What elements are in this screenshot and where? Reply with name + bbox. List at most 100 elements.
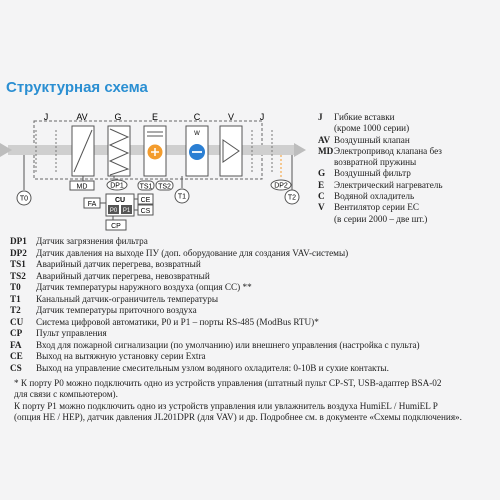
structure-diagram: J AV G E C V J MD DP1 TS1 TS2 bbox=[0, 112, 306, 231]
legend-code: TS2 bbox=[10, 270, 26, 281]
legend-row: DP1 Датчик загрязнения фильтра bbox=[10, 236, 420, 248]
filter-sensor-dp1: DP1 bbox=[106, 176, 128, 191]
legend-row: TS2 Аварийный датчик перегрева, невозврат… bbox=[10, 271, 420, 283]
module-label-j-out: J bbox=[260, 112, 265, 122]
legend-text: Воздушный фильтр bbox=[334, 168, 411, 179]
legend-row: CS Выход на управление смесительным узлом… bbox=[10, 363, 420, 375]
legend-code: MD bbox=[318, 145, 334, 156]
mixing-output-cs: CS bbox=[134, 204, 154, 216]
legend-text: (в серии 2000 – две шт.) bbox=[334, 213, 428, 224]
legend-row: FA Вход для пожарной сигнализации (по умо… bbox=[10, 340, 420, 352]
module-label-j-in: J bbox=[44, 112, 49, 122]
legend-code: FA bbox=[10, 339, 22, 350]
legend-text: Вентилятор серии EC bbox=[334, 202, 419, 213]
t0-label: T0 bbox=[20, 196, 28, 203]
legend-text: Аварийный датчик перегрева, невозвратный bbox=[36, 270, 210, 281]
md-label: MD bbox=[77, 184, 88, 191]
port-p0 bbox=[108, 205, 119, 214]
extra-output-ce: CE bbox=[134, 193, 154, 205]
dp1-label: DP1 bbox=[110, 183, 124, 190]
legend-text: Канальный датчик-ограничитель температур… bbox=[36, 293, 218, 304]
control-unit-cu: CU P0 P1 bbox=[105, 193, 135, 217]
legend-row: C Водяной охладитель bbox=[318, 191, 443, 202]
legend-row: CE Выход на вытяжную установку серии Extr… bbox=[10, 351, 420, 363]
cu-label: CU bbox=[115, 197, 125, 204]
flexible-insert-inlet bbox=[35, 130, 57, 172]
air-inlet-arrow bbox=[0, 143, 12, 157]
ts2-label: TS2 bbox=[158, 184, 171, 191]
legend-code: CS bbox=[10, 362, 22, 373]
duct-temp-sensor-t1: T1 bbox=[174, 176, 190, 204]
legend-text: Датчик загрязнения фильтра bbox=[36, 236, 148, 246]
ec-fan bbox=[219, 125, 243, 177]
legend-text: Электропривод клапана без bbox=[334, 145, 442, 156]
legend-code bbox=[318, 123, 334, 134]
legend-row: DP2 Датчик давления на выходе ПУ (доп. об… bbox=[10, 248, 420, 260]
legend-code: J bbox=[318, 112, 323, 122]
supply-temp-sensor-t2: T2 bbox=[284, 155, 300, 205]
legend-text: Электрический нагреватель bbox=[334, 179, 443, 190]
pressure-sensor-dp2: DP2 bbox=[270, 155, 292, 191]
ce-label: CE bbox=[141, 197, 151, 204]
legend-code: CU bbox=[10, 316, 24, 327]
legend-row: J Гибкие вставки bbox=[318, 112, 443, 123]
electric-heater bbox=[143, 125, 167, 177]
legend-text: Датчик температуры приточного воздуха bbox=[36, 305, 197, 315]
legend-row: возвратной пружины bbox=[318, 157, 443, 168]
module-label-c: C bbox=[194, 112, 201, 122]
legend-text: Выход на вытяжную установку серии Extra bbox=[36, 351, 206, 361]
ts1-label: TS1 bbox=[140, 184, 153, 191]
flexible-insert-outlet bbox=[251, 130, 273, 172]
t1-label: T1 bbox=[178, 194, 186, 201]
legend-text: Датчик давления на выходе ПУ (доп. обору… bbox=[36, 247, 349, 258]
legend-text: Гибкие вставки bbox=[334, 112, 395, 122]
legend-code: C bbox=[318, 191, 325, 202]
legend-text: Воздушный клапан bbox=[334, 134, 410, 145]
legend-code: T2 bbox=[10, 305, 21, 315]
legend-code: AV bbox=[318, 134, 331, 145]
legend-text: Система цифровой автоматики, P0 и P1 – п… bbox=[36, 316, 319, 327]
cooler-w-label: W bbox=[194, 131, 200, 137]
t2-label: T2 bbox=[288, 195, 296, 202]
cs-label: CS bbox=[141, 208, 151, 215]
overheat-sensor-ts2: TS2 bbox=[155, 180, 174, 191]
p1-label: P1 bbox=[123, 208, 131, 214]
air-outlet-arrow bbox=[294, 143, 306, 157]
legend-text: Датчик температуры наружного воздуха (оп… bbox=[36, 282, 252, 292]
legend-code bbox=[318, 157, 334, 168]
module-label-av: AV bbox=[76, 112, 87, 122]
module-label-v: V bbox=[228, 112, 234, 122]
legend-text: возвратной пружины bbox=[334, 157, 417, 168]
legend-code: CE bbox=[10, 351, 23, 361]
legend-text: Аварийный датчик перегрева, возвратный bbox=[36, 259, 201, 269]
legend-code: T1 bbox=[10, 293, 21, 304]
legend-row: CU Система цифровой автоматики, P0 и P1 –… bbox=[10, 317, 420, 329]
legend-code: DP1 bbox=[10, 236, 27, 246]
legend-text: (кроме 1000 серии) bbox=[334, 123, 410, 134]
legend-row: (кроме 1000 серии) bbox=[318, 123, 443, 134]
cp-label: CP bbox=[111, 223, 121, 230]
fire-alarm-input-fa: FA bbox=[83, 197, 106, 209]
legend-text: Вход для пожарной сигнализации (по умолч… bbox=[36, 339, 420, 350]
legend-row: (в серии 2000 – две шт.) bbox=[318, 214, 443, 225]
legend-code bbox=[318, 214, 334, 225]
outdoor-temp-sensor-t0: T0 bbox=[16, 155, 32, 206]
dp2-label: DP2 bbox=[274, 183, 288, 190]
fa-label: FA bbox=[88, 201, 97, 208]
module-label-g: G bbox=[114, 112, 121, 122]
legend-code: DP2 bbox=[10, 247, 27, 258]
footnote: К порту P1 можно подключить одно из устр… bbox=[14, 400, 462, 422]
legend-text: Выход на управление смесительным узлом в… bbox=[36, 362, 389, 373]
footnotes: * К порту P0 можно подключить одно из ус… bbox=[14, 378, 494, 423]
port-p1 bbox=[121, 205, 132, 214]
water-cooler: W bbox=[185, 125, 209, 177]
air-valve bbox=[71, 125, 95, 182]
legend-text: Водяной охладитель bbox=[334, 191, 415, 202]
